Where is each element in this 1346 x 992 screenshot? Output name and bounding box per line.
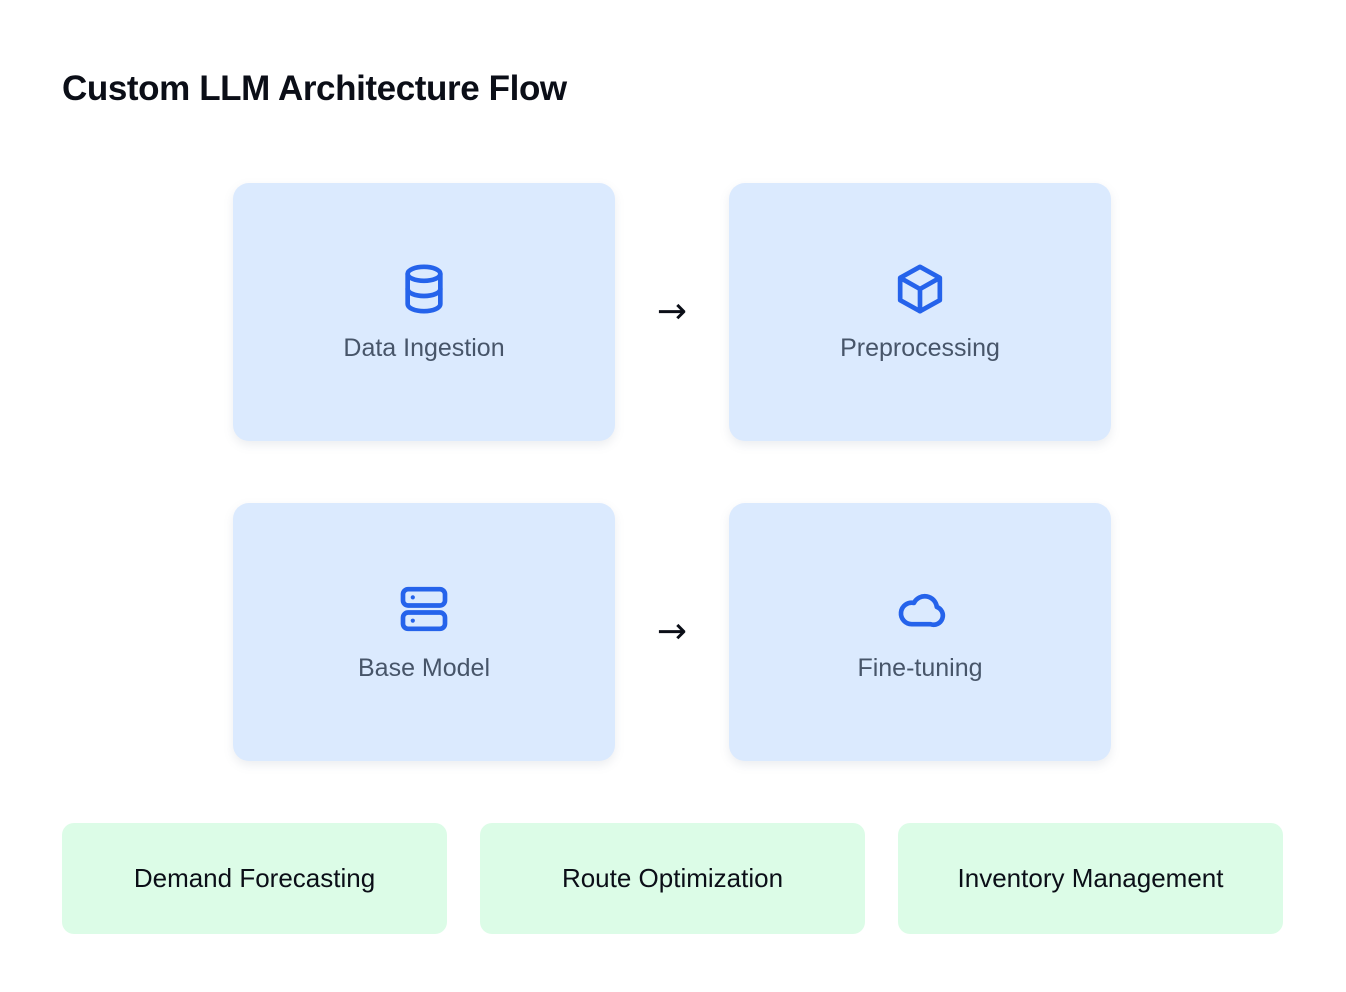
flow-row-2: Base Model → Fine-tuning xyxy=(233,503,1111,761)
architecture-flow-diagram: Data Ingestion → Preprocessing xyxy=(233,183,1111,761)
server-rack-icon xyxy=(396,581,452,637)
usecase-label: Demand Forecasting xyxy=(133,862,376,893)
usecase-pill-demand-forecasting[interactable]: Demand Forecasting xyxy=(62,823,447,934)
arrow-right-icon: → xyxy=(656,611,688,652)
stage-card-preprocessing[interactable]: Preprocessing xyxy=(729,183,1111,441)
usecase-pill-inventory-management[interactable]: Inventory Management xyxy=(898,823,1283,934)
stage-card-base-model[interactable]: Base Model xyxy=(233,503,615,761)
usecase-label: Inventory Management xyxy=(957,862,1224,893)
flow-arrow-2: → xyxy=(615,503,729,761)
usecase-pill-route-optimization[interactable]: Route Optimization xyxy=(480,823,865,934)
stage-card-fine-tuning[interactable]: Fine-tuning xyxy=(729,503,1111,761)
cube-icon xyxy=(892,261,948,317)
cloud-icon xyxy=(892,581,948,637)
flow-arrow-1: → xyxy=(615,183,729,441)
arrow-right-icon: → xyxy=(656,291,688,332)
stage-label: Base Model xyxy=(357,654,491,682)
usecase-list: Demand Forecasting Route Optimization In… xyxy=(62,823,1283,934)
stage-label: Preprocessing xyxy=(840,334,1000,362)
stage-label: Fine-tuning xyxy=(857,654,983,682)
stage-card-data-ingestion[interactable]: Data Ingestion xyxy=(233,183,615,441)
flow-row-1: Data Ingestion → Preprocessing xyxy=(233,183,1111,441)
database-icon xyxy=(396,261,452,317)
stage-label: Data Ingestion xyxy=(343,334,505,362)
usecase-label: Route Optimization xyxy=(561,862,784,893)
page-title: Custom LLM Architecture Flow xyxy=(62,69,567,108)
